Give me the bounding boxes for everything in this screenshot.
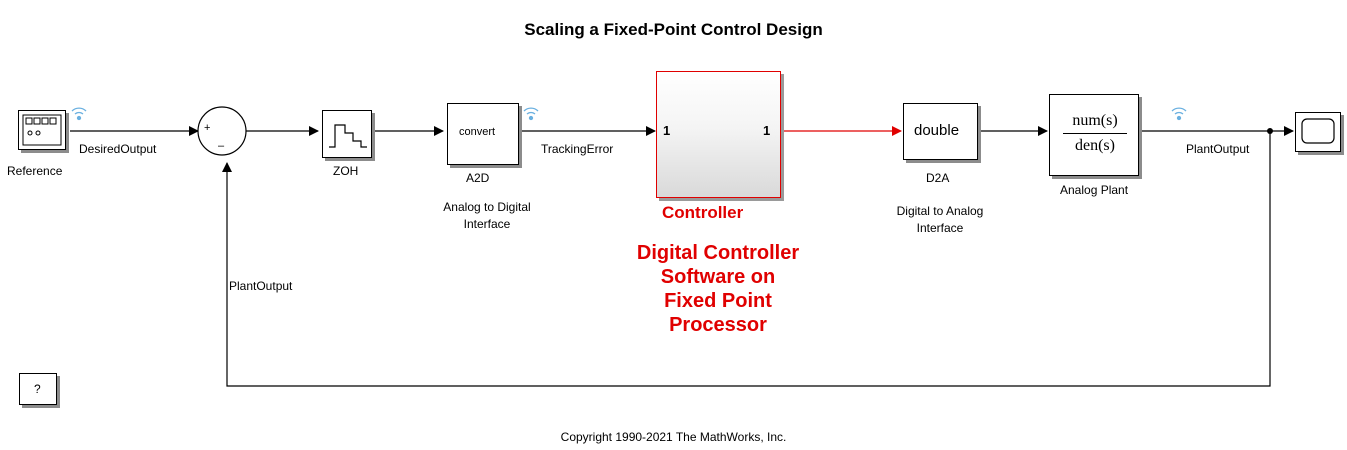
- help-button[interactable]: ?: [19, 373, 57, 405]
- logging-badge-icon: [71, 107, 87, 121]
- d2a-block[interactable]: double: [903, 103, 978, 160]
- branch-point: [1267, 128, 1273, 134]
- help-label: ?: [34, 382, 41, 396]
- a2d-description-line: Analog to Digital: [443, 200, 531, 214]
- transfer-function-denominator: den(s): [1075, 137, 1115, 154]
- signal-label-plant-output: PlantOutput: [1186, 142, 1250, 156]
- d2a-description-line: Interface: [916, 221, 964, 235]
- scope-icon: [1301, 118, 1335, 144]
- fraction-bar: [1063, 133, 1127, 134]
- d2a-description-line: Digital to Analog: [896, 204, 984, 218]
- sum-plus-sign: +: [204, 122, 211, 134]
- d2a-label: D2A: [926, 171, 950, 185]
- zoh-block[interactable]: [322, 110, 372, 158]
- scope-block[interactable]: [1295, 112, 1341, 152]
- zero-order-hold-icon: [329, 124, 367, 148]
- controller-output-port: 1: [763, 123, 771, 138]
- controller-annotation-line: Processor: [669, 314, 767, 336]
- analog-plant-block[interactable]: num(s) den(s): [1049, 94, 1139, 176]
- controller-annotation-line: Digital Controller: [636, 242, 800, 264]
- diagram-title: Scaling a Fixed-Point Control Design: [524, 20, 823, 39]
- a2d-label: A2D: [466, 171, 490, 185]
- analog-plant-label: Analog Plant: [1060, 183, 1129, 197]
- a2d-description: Analog to Digital Interface: [417, 199, 557, 233]
- controller-subsystem[interactable]: [656, 71, 781, 198]
- controller-annotation-line: Software on: [660, 266, 776, 288]
- sum-block[interactable]: [197, 106, 247, 156]
- reference-label: Reference: [7, 164, 63, 178]
- d2a-description: Digital to Analog Interface: [870, 203, 1010, 237]
- transfer-function: num(s) den(s): [1050, 111, 1140, 156]
- d2a-content: double: [914, 122, 960, 139]
- signal-label-desired-output: DesiredOutput: [79, 142, 157, 156]
- controller-input-port: 1: [663, 123, 671, 138]
- a2d-block[interactable]: convert: [447, 103, 519, 165]
- wire-feedback[interactable]: [222, 131, 1271, 387]
- sum-minus-sign: –: [218, 140, 225, 152]
- a2d-content: convert: [459, 126, 496, 138]
- controller-annotation-line: Fixed Point: [664, 290, 772, 312]
- copyright: Copyright 1990-2021 The MathWorks, Inc.: [560, 430, 787, 444]
- logging-badge-icon: [523, 107, 539, 121]
- signal-editor-icon: [22, 114, 62, 146]
- reference-block[interactable]: [18, 110, 66, 150]
- a2d-description-line: Interface: [463, 217, 511, 231]
- transfer-function-numerator: num(s): [1072, 112, 1118, 129]
- controller-label: Controller: [662, 203, 744, 222]
- logging-badge-icon: [1171, 107, 1187, 121]
- zoh-label: ZOH: [333, 164, 359, 178]
- signal-label-tracking-error: TrackingError: [541, 142, 614, 156]
- controller-annotation: Digital Controller Software on Fixed Poi…: [598, 241, 838, 337]
- signal-label-feedback: PlantOutput: [229, 279, 293, 293]
